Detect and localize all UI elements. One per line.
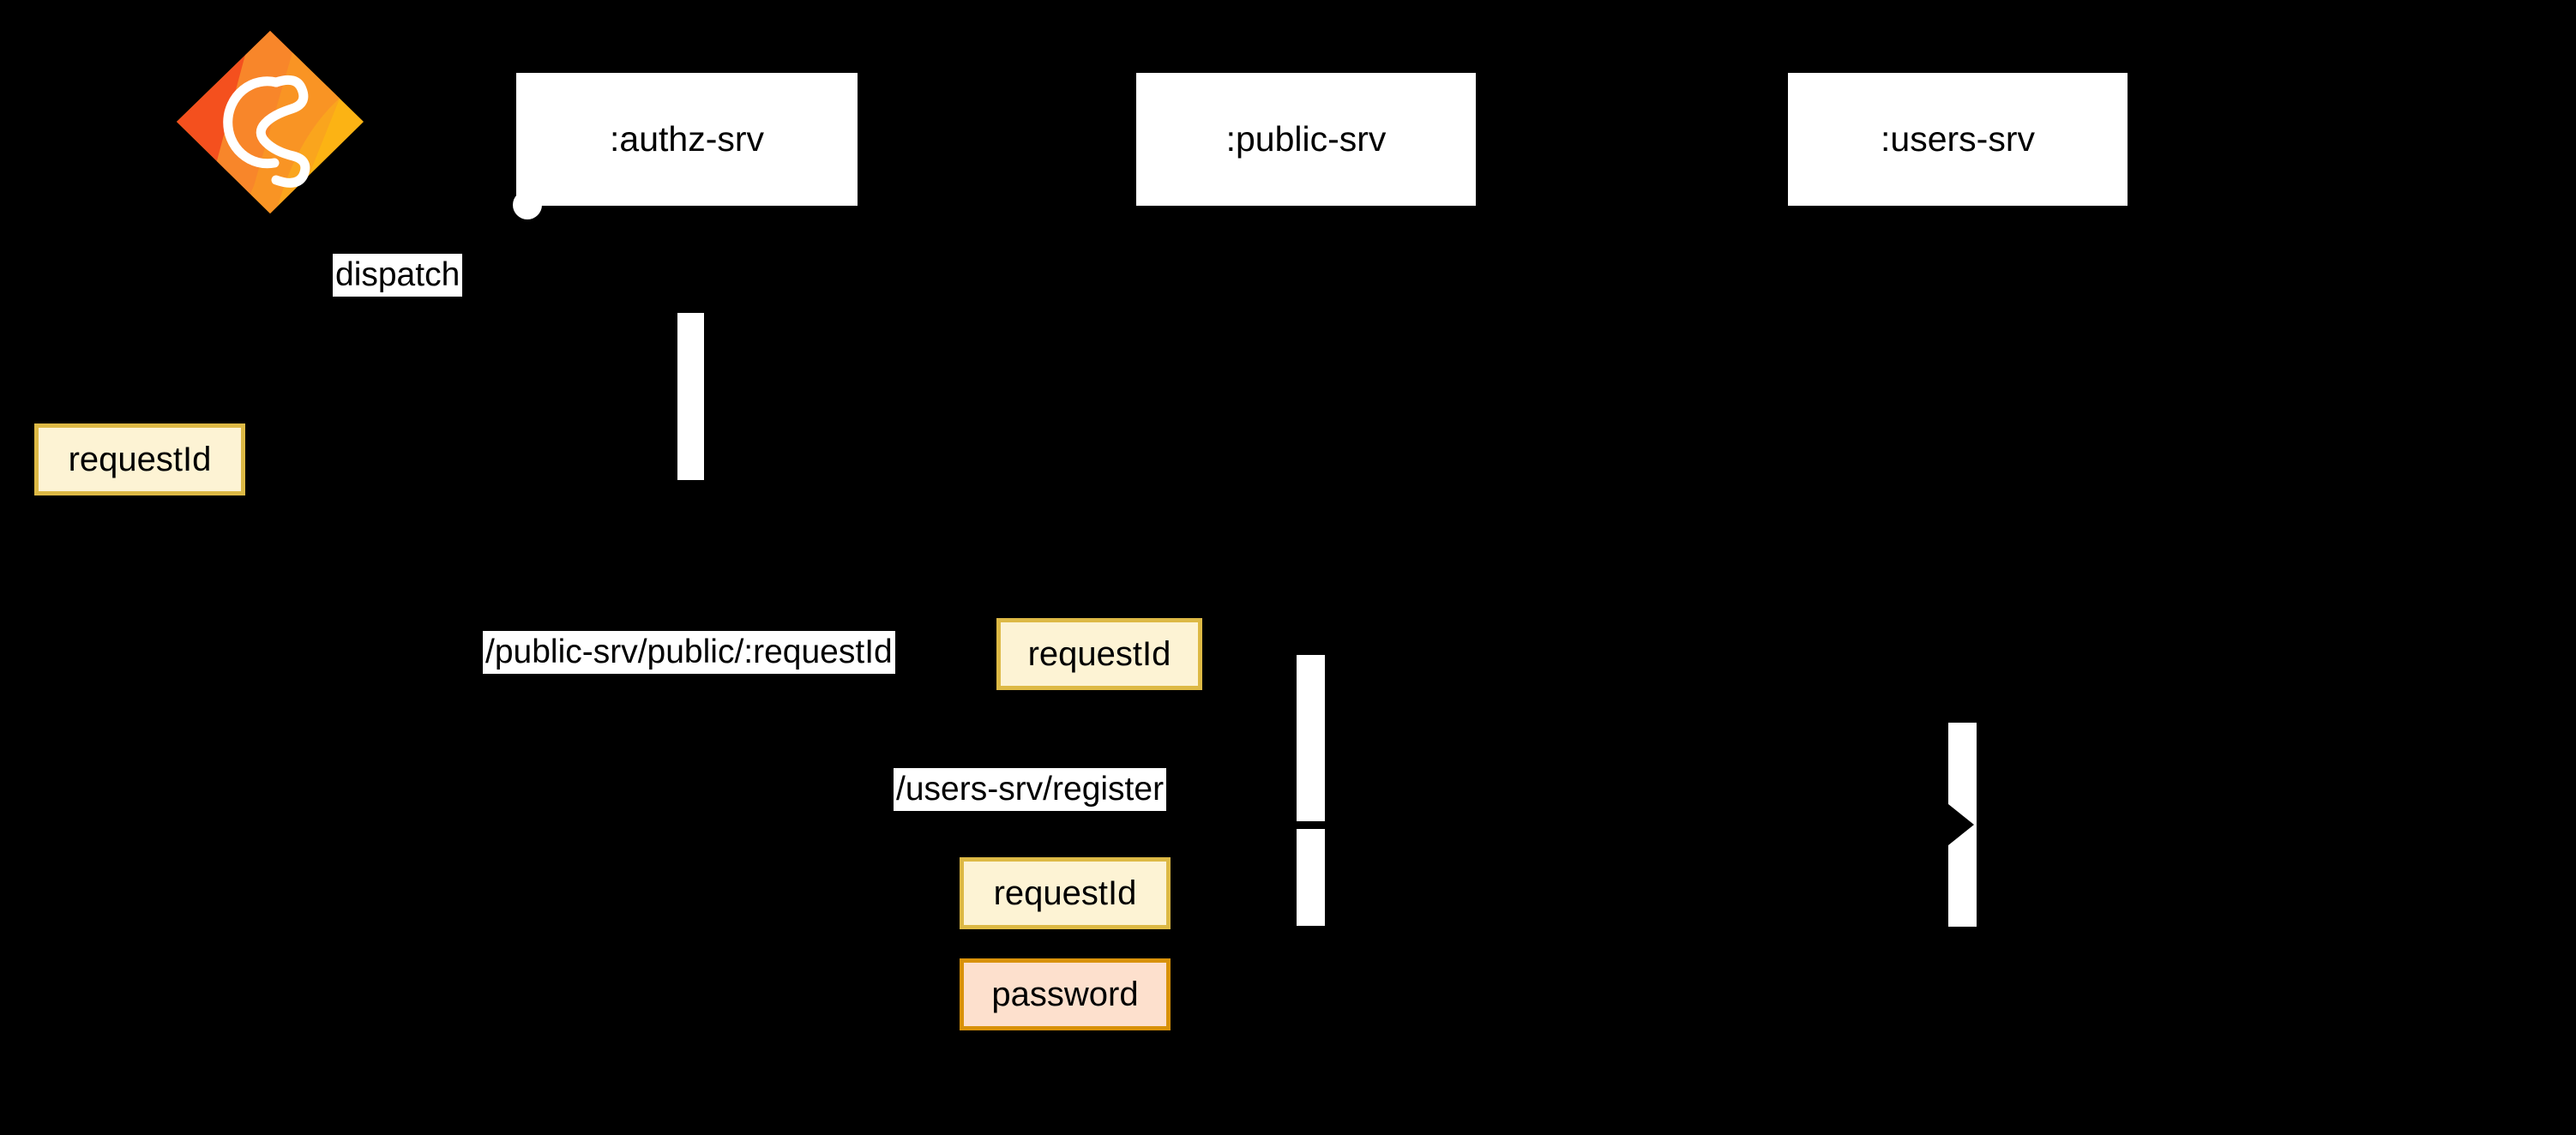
note-label: requestId	[993, 874, 1137, 912]
message-arrowhead-icon	[1948, 804, 1974, 845]
note-password: password	[960, 958, 1171, 1030]
participant-public-srv[interactable]: :public-srv	[1136, 73, 1476, 206]
participant-authz-srv[interactable]: :authz-srv	[516, 73, 858, 206]
activation-bar-public-srv-1	[1297, 655, 1325, 821]
note-requestid-2: requestId	[996, 618, 1202, 690]
activation-bar-public-srv-2	[1297, 829, 1325, 926]
note-label: requestId	[68, 441, 212, 478]
note-label: password	[991, 976, 1139, 1013]
participant-users-srv[interactable]: :users-srv	[1788, 73, 2128, 206]
message-label-public-srv-public-requestid: /public-srv/public/:requestId	[483, 631, 895, 675]
note-requestid-1: requestId	[34, 423, 245, 495]
note-label: requestId	[1027, 635, 1171, 673]
activation-bar-authz-srv	[677, 313, 704, 480]
message-label-users-srv-register: /users-srv/register	[894, 768, 1167, 812]
participant-label: :users-srv	[1881, 119, 2035, 159]
message-label-dispatch: dispatch	[333, 254, 463, 297]
activation-bar-users-srv	[1948, 723, 1977, 927]
cadence-diamond-logo	[172, 26, 542, 219]
participant-label: :public-srv	[1225, 119, 1387, 159]
participant-label: :authz-srv	[610, 119, 764, 159]
logo-svg	[177, 31, 364, 213]
note-requestid-3: requestId	[960, 857, 1171, 929]
